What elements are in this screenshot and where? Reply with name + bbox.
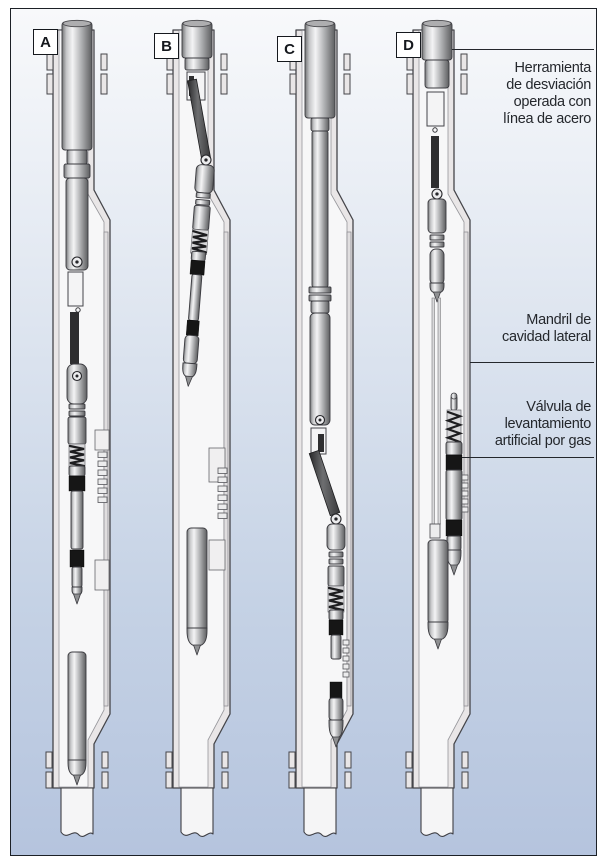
tool-assembly-stage-d [405,19,471,837]
label-line: Mandril de [526,312,591,328]
label-wireline-deviation-tool: Herramienta de desviación operada con lí… [421,60,591,128]
label-gas-lift-valve: Válvula de levantamiento artificial por … [421,399,591,450]
label-line: línea de acero [503,111,591,127]
panel-label-c: C [277,36,302,62]
label-line: cavidad lateral [502,329,591,345]
leader-line-valve [462,457,594,458]
panel-label-b: B [154,33,179,59]
tool-assembly-stage-a [45,19,111,837]
tool-assembly-stage-c [288,19,354,837]
label-side-pocket-mandrel: Mandril de cavidad lateral [421,312,591,346]
label-line: Herramienta [514,60,592,76]
label-line: levantamiento [504,416,592,432]
panel-label-d: D [396,32,421,58]
label-line: de desviación [506,77,591,93]
leader-line-mandrel [470,362,594,363]
tool-assembly-stage-b [165,19,231,837]
label-line: operada con [513,94,592,110]
label-line: Válvula de [526,399,591,415]
leader-line-deviation-tool [452,49,594,50]
panel-label-a: A [33,29,58,55]
label-line: artificial por gas [494,433,591,449]
